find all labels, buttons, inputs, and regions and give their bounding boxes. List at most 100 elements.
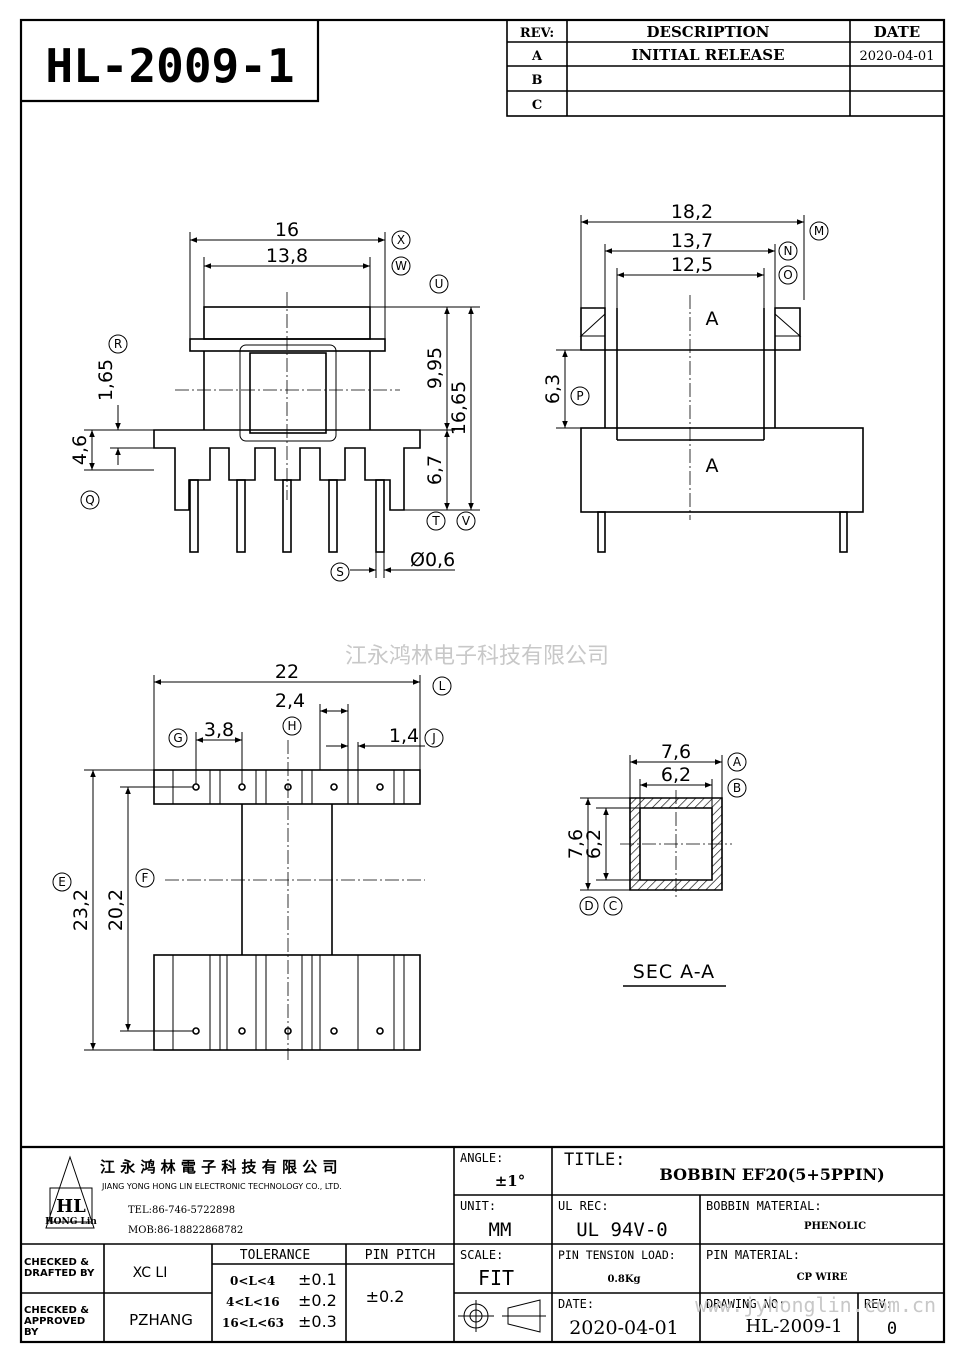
pin-tension-label: PIN TENSION LOAD:: [558, 1248, 676, 1262]
dim-front-width-13-8: 13,8: [266, 245, 308, 267]
marker-n: N: [778, 241, 798, 261]
dim-bottom-20-2: 20,2: [105, 889, 127, 931]
svg-text:A: A: [733, 755, 742, 769]
svg-text:P: P: [576, 389, 583, 403]
company-tel: TEL:86-746-5722898: [128, 1205, 235, 1216]
dim-front-4-6: 4,6: [69, 435, 91, 465]
marker-l: L: [432, 676, 452, 696]
checked-drafted-value: XC LI: [133, 1265, 168, 1281]
scale-label: SCALE:: [460, 1248, 503, 1262]
rev-header-date: DATE: [874, 23, 920, 41]
pin-tension-value: 0.8Kg: [607, 1274, 640, 1285]
checked-approved-value: PZHANG: [129, 1311, 193, 1329]
svg-text:C: C: [609, 899, 617, 913]
dim-side-6-3: 6,3: [542, 374, 564, 404]
marker-p: P: [570, 386, 590, 406]
tolerance-value-2: ±0.2: [298, 1291, 337, 1310]
marker-o: O: [778, 265, 798, 285]
marker-v: V: [456, 511, 476, 531]
svg-text:V: V: [462, 514, 471, 528]
unit-label: UNIT:: [460, 1199, 496, 1213]
rev-value: 0: [887, 1319, 897, 1339]
ul-rec-label: UL REC:: [558, 1199, 609, 1213]
pin-pitch-value: ±0.2: [366, 1287, 405, 1306]
svg-text:W: W: [395, 259, 407, 273]
dim-section-inner-width: 6,2: [661, 764, 691, 786]
marker-t: T: [426, 511, 446, 531]
rev-row-a-description: INITIAL RELEASE: [631, 46, 784, 64]
marker-x: X: [391, 230, 411, 250]
dim-front-height-9-95: 9,95: [424, 347, 446, 389]
svg-text:HONG Lin: HONG Lin: [45, 1217, 97, 1227]
front-view: 16 13,8 9,95 16,65 6,7 1,65 4,6 Ø0,6 X W…: [69, 219, 480, 582]
company-mob: MOB:86-18822868782: [128, 1225, 243, 1236]
watermark-url: www.jyhonglin.com.cn: [695, 1293, 936, 1317]
tolerance-range-3: 16<L<63: [222, 1316, 284, 1330]
marker-d: D: [579, 896, 599, 916]
checked-drafted-label: CHECKED & DRAFTED BY: [24, 1257, 95, 1279]
date-label: DATE:: [558, 1297, 594, 1311]
tolerance-value-1: ±0.1: [298, 1270, 337, 1289]
dim-front-1-65: 1,65: [95, 359, 117, 401]
svg-text:Q: Q: [85, 493, 94, 507]
svg-text:O: O: [783, 268, 792, 282]
svg-text:E: E: [58, 875, 66, 889]
section-letter-a-top: A: [706, 308, 719, 330]
company-logo: HL HONG Lin: [45, 1155, 97, 1229]
rev-row-a-rev: A: [531, 49, 543, 64]
svg-text:N: N: [784, 244, 793, 258]
dim-section-outer-height: 7,6: [565, 829, 587, 859]
tolerance-label: TOLERANCE: [240, 1248, 310, 1263]
rev-row-c-rev: C: [532, 98, 542, 113]
tolerance-range-1: 0<L<4: [230, 1274, 275, 1288]
angle-label: ANGLE:: [460, 1151, 503, 1165]
title-block: HL HONG Lin 江 永 鸿 林 電 子 科 技 有 限 公 司 JIAN…: [21, 1145, 944, 1342]
checked-approved-label: CHECKED & APPROVED BY: [24, 1305, 89, 1335]
company-name-en: JIANG YONG HONG LIN ELECTRONIC TECHNOLOG…: [101, 1182, 342, 1191]
marker-h: H: [282, 716, 302, 736]
company-name-cn: 江 永 鸿 林 電 子 科 技 有 限 公 司: [100, 1158, 337, 1176]
svg-text:G: G: [173, 731, 182, 745]
ul-rec-value: UL 94V-0: [576, 1219, 668, 1241]
tolerance-value-3: ±0.3: [298, 1312, 337, 1331]
dim-section-outer-width: 7,6: [661, 741, 691, 763]
dim-bottom-23-2: 23,2: [70, 889, 92, 931]
marker-u: U: [429, 274, 449, 294]
date-value: 2020-04-01: [569, 1317, 679, 1339]
svg-text:T: T: [431, 514, 440, 528]
section-title: SEC A-A: [633, 961, 715, 983]
marker-s: S: [330, 562, 350, 582]
pin-pitch-label: PIN PITCH: [365, 1248, 435, 1263]
dim-front-height-16-65: 16,65: [448, 381, 470, 435]
svg-text:D: D: [584, 899, 593, 913]
rev-header-description: DESCRIPTION: [647, 23, 770, 41]
marker-a: A: [727, 752, 747, 772]
marker-w: W: [391, 256, 411, 276]
marker-b: B: [727, 778, 747, 798]
section-letter-a-bottom: A: [706, 455, 719, 477]
bottom-view: 22 2,4 3,8 1,4 23,2 20,2 L H G J E F: [52, 661, 452, 1060]
angle-value: ±1°: [495, 1172, 526, 1190]
marker-j: J: [424, 728, 444, 748]
rev-header-rev: REV:: [520, 26, 554, 41]
tolerance-range-2: 4<L<16: [226, 1295, 280, 1309]
svg-text:S: S: [336, 565, 344, 579]
svg-text:B: B: [733, 781, 741, 795]
section-view: 7,6 6,2 7,6 6,2 A B D C SEC A-A: [565, 741, 747, 987]
marker-f: F: [135, 868, 155, 888]
svg-text:H: H: [287, 719, 296, 733]
svg-text:X: X: [397, 233, 405, 247]
dim-side-18-2: 18,2: [671, 201, 713, 223]
part-number: HL-2009-1: [45, 39, 294, 93]
svg-text:HL: HL: [56, 1196, 86, 1217]
dim-front-height-6-7: 6,7: [424, 455, 446, 485]
rev-row-b-rev: B: [532, 73, 543, 88]
marker-r: R: [108, 334, 128, 354]
dim-front-pin-diameter: Ø0,6: [410, 549, 455, 571]
part-number-box: HL-2009-1: [21, 20, 320, 103]
rev-label: REV:: [864, 1297, 893, 1311]
dim-bottom-2-4: 2,4: [275, 690, 305, 712]
svg-text:J: J: [431, 731, 436, 745]
side-view: 18,2 13,7 12,5 6,3 A A M N O P: [542, 201, 864, 553]
svg-text:R: R: [114, 337, 122, 351]
